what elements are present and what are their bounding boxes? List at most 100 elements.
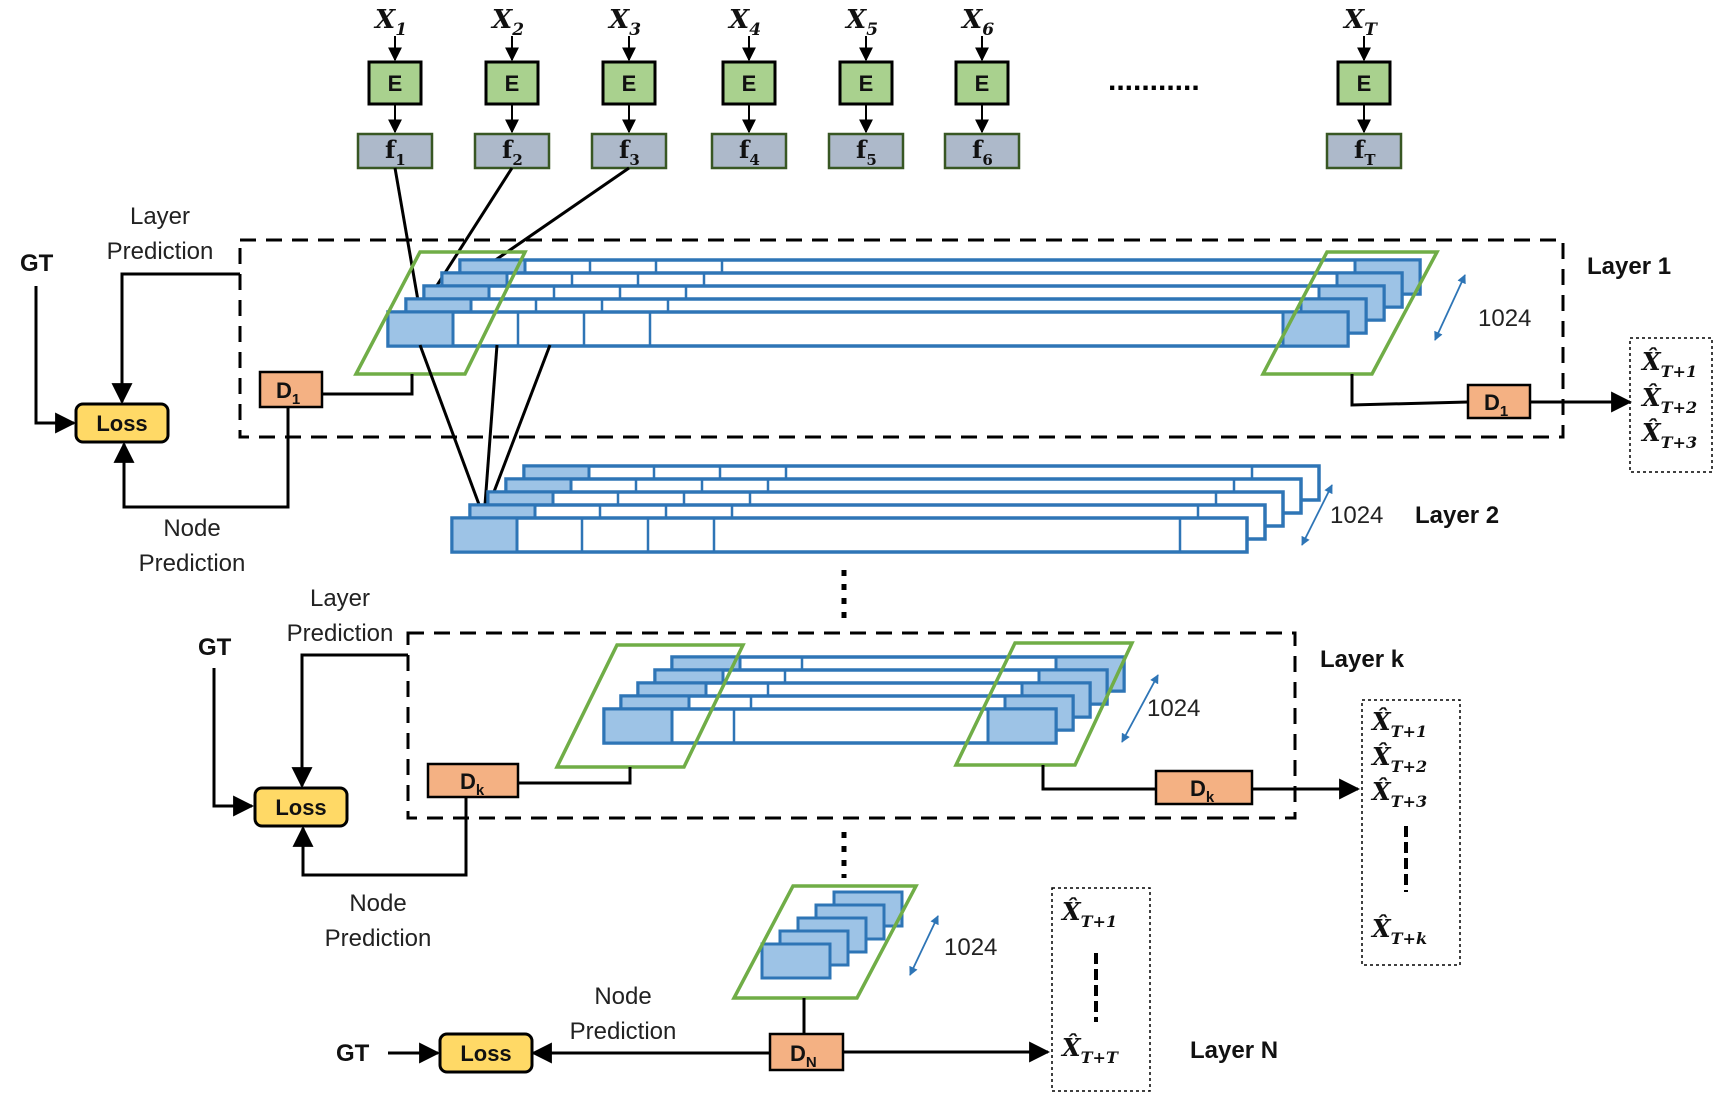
feature-box-7 [1325, 132, 1403, 170]
layerk-right-window [953, 641, 1135, 767]
layerk-right-window-to-decoder [1041, 765, 1156, 791]
output-letter: X̂ [1640, 418, 1662, 447]
output-sub: T+3 [1391, 792, 1427, 811]
feature-box-3 [590, 132, 668, 170]
output-label: X̂T+1 [1370, 707, 1427, 741]
layer1-layer-pred-arrow [111, 272, 240, 405]
output-sub: T+k [1391, 929, 1427, 948]
layerk-left-window [554, 643, 746, 769]
layerk-layer-pred-line1: Layer [310, 585, 370, 612]
layerk-dim-label: 1024 [1147, 695, 1200, 722]
input-label-6: X6 [960, 5, 994, 40]
layerk-decoder-sub-r: k [1206, 789, 1215, 806]
layer1-layer-pred-line1: Layer [130, 203, 190, 230]
input-letter: X [960, 5, 984, 35]
feature-letter: f [739, 135, 751, 164]
input-label-4: X4 [727, 5, 761, 40]
feature-letter: f [856, 135, 868, 164]
feature-letter: f [619, 135, 631, 164]
output-label: X̂T+T [1060, 1033, 1119, 1067]
output-label: X̂T+3 [1370, 777, 1427, 811]
encoder-label: E [505, 71, 520, 96]
layerN-node-pred-line2: Prediction [570, 1018, 677, 1045]
output-label: X̂T+2 [1370, 742, 1427, 776]
input-letter: X [607, 5, 631, 35]
encoder-label: E [742, 71, 757, 96]
layerk-outputs: X̂T+1X̂T+2X̂T+3X̂T+k [1370, 707, 1427, 948]
feature-label: f2 [502, 135, 523, 169]
layerk-decoder-letter: D [460, 769, 476, 794]
layer1-decoder-sub: 1 [292, 391, 300, 408]
output-label: X̂T+1 [1060, 897, 1117, 931]
input-row: X1Ef1X2Ef2X3Ef3X4Ef4X5Ef5X6Ef6XTEfT.....… [356, 5, 1403, 170]
layer1-decoder-letter: D [276, 378, 292, 403]
layer1-left-decoder-label: D1 [276, 378, 300, 408]
input-letter: X [727, 5, 751, 35]
feature-sub: 4 [749, 151, 759, 169]
layerk-right-decoder-label: Dk [1190, 776, 1215, 806]
feature-letter: f [385, 135, 397, 164]
feature-box-1 [356, 132, 434, 170]
output-label: X̂T+3 [1640, 418, 1697, 452]
input-label-7: XT [1342, 5, 1378, 40]
input-letter: X [844, 5, 868, 35]
lstm-last-cell [986, 707, 1058, 745]
input-label-3: X3 [607, 5, 641, 40]
layerk-layer-pred-line2: Prediction [287, 620, 394, 647]
lstm-first-cell [602, 707, 674, 745]
layer1-loss-label: Loss [96, 411, 147, 436]
feature-sub: 1 [395, 151, 405, 169]
output-label: X̂T+2 [1640, 383, 1697, 417]
feature-label: f6 [972, 135, 993, 169]
layerk-node-pred-line2: Prediction [325, 925, 432, 952]
input-letter: X [373, 5, 397, 35]
layer1-right-window [1260, 250, 1440, 376]
layerk-node-pred-arrow [292, 797, 468, 877]
encoder-label: E [859, 71, 874, 96]
layerk-decoder-sub: k [476, 782, 485, 799]
layerk-gt-to-loss [212, 668, 255, 817]
feature-letter: f [1354, 135, 1366, 164]
feature-label: f3 [619, 135, 640, 169]
lstm-cell [760, 942, 832, 980]
layer1-left-decoder [258, 370, 324, 409]
layerk-right-decoder [1154, 769, 1254, 806]
layerk-left-decoder [426, 762, 520, 799]
output-letter: X̂ [1640, 383, 1662, 412]
input-sub: 1 [395, 20, 407, 40]
output-sub: T+1 [1081, 912, 1117, 931]
input-sub: 2 [511, 20, 524, 40]
feature-label: f4 [739, 135, 760, 169]
layerk-dim-arrow [1121, 674, 1159, 743]
lstm-row [386, 310, 1350, 348]
layerN-output-box [1051, 887, 1151, 1092]
layer1-left-window [353, 250, 528, 376]
layer1-node-pred-line2: Prediction [139, 550, 246, 577]
input-sub: 3 [629, 20, 641, 40]
layerN-decoder-letter: D [790, 1041, 806, 1066]
feature-sub: 2 [512, 151, 522, 169]
layer1-title: Layer 1 [1587, 253, 1671, 280]
input-sub: 4 [749, 20, 761, 40]
layerN-node-pred-line1: Node [594, 983, 651, 1010]
layer1-right-decoder-label: D1 [1484, 390, 1508, 420]
output-letter: X̂ [1060, 897, 1082, 926]
layerk-output-box [1361, 699, 1461, 966]
feature-box-4 [710, 132, 788, 170]
layer1-node-pred-line1: Node [163, 515, 220, 542]
layer1-right-window-to-decoder [1350, 374, 1469, 407]
input-letter: X [1342, 5, 1366, 35]
layer1-outputs: X̂T+1X̂T+2X̂T+3 [1640, 347, 1697, 452]
layerN-window [731, 884, 919, 1000]
layerN-dim-arrow [909, 915, 939, 976]
layer1-decoder-letter-r: D [1484, 390, 1500, 415]
lstm-row [450, 516, 1249, 554]
output-sub: T+T [1081, 1048, 1119, 1067]
layer1-node-pred-arrow [113, 407, 290, 509]
input-label-5: X5 [844, 5, 878, 40]
layerN-title: Layer N [1190, 1037, 1278, 1064]
input-label-1: X1 [373, 5, 407, 40]
layerk-node-pred-line1: Node [349, 890, 406, 917]
layer1-layer-pred-line2: Prediction [107, 238, 214, 265]
